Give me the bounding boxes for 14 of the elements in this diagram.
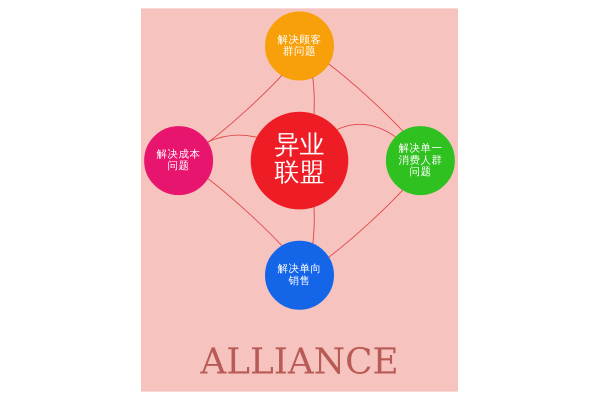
node-circle: 解决成本问题 bbox=[144, 126, 214, 196]
connector bbox=[207, 178, 282, 246]
connector bbox=[208, 74, 282, 143]
node-circle: 异业联盟 bbox=[250, 112, 348, 210]
node-circle: 解决单向销售 bbox=[265, 240, 334, 310]
connector bbox=[312, 76, 315, 115]
label: ALLIANCE bbox=[200, 342, 399, 383]
node-circle: 解决顾客群问题 bbox=[265, 12, 334, 80]
connector bbox=[328, 190, 404, 258]
connector bbox=[328, 64, 404, 132]
connector bbox=[206, 134, 258, 143]
connector bbox=[312, 206, 315, 244]
node-circle: 解决单一消费人群问题 bbox=[386, 126, 455, 196]
connector bbox=[336, 124, 396, 138]
